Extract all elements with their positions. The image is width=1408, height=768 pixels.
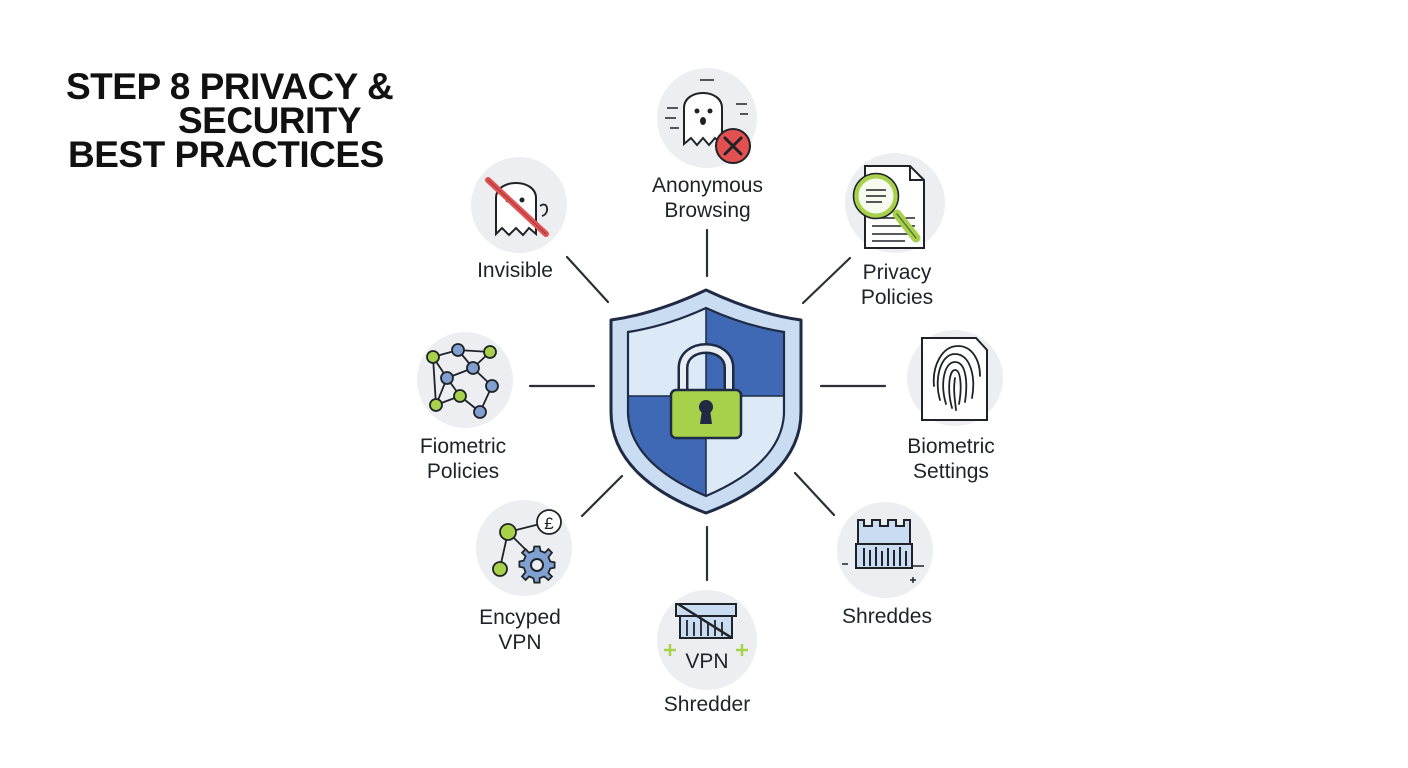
label-privacy-policies: Privacy Policies xyxy=(802,260,992,310)
label-privacy-policies-line-1: Privacy xyxy=(862,261,932,284)
label-anonymous-browsing: Anonymous Browsing xyxy=(600,173,815,223)
ghost-slashed-icon xyxy=(471,157,567,253)
label-shredder: Shredder xyxy=(612,692,802,717)
currency-icon-text: £ xyxy=(544,514,554,533)
label-biometric-settings: Biometric Settings xyxy=(856,434,1046,484)
label-invisible: Invisible xyxy=(420,258,610,283)
document-magnifier-icon xyxy=(845,153,945,253)
label-shredder-line-1: Shredder xyxy=(663,693,751,716)
label-shreddes: Shreddes xyxy=(792,604,982,629)
fingerprint-document-icon xyxy=(907,330,1003,426)
connector-invisible xyxy=(565,255,610,304)
page-title: STEP 8 PRIVACY & SECURITY BEST PRACTICES xyxy=(30,66,460,175)
connector-lines xyxy=(528,228,887,582)
shredder-icon xyxy=(837,502,933,598)
connector-shreddes xyxy=(793,471,836,517)
label-anonymous-browsing-line-2: Browsing xyxy=(664,199,751,222)
label-anonymous-browsing-line-1: Anonymous xyxy=(652,174,763,197)
connector-encyped-vpn xyxy=(580,474,624,518)
ghost-blocked-icon xyxy=(657,68,757,168)
connector-privacy-policies xyxy=(801,256,852,305)
label-encyped-vpn-line-2: VPN xyxy=(498,631,542,654)
label-fiometric-policies-line-2: Policies xyxy=(426,460,500,483)
label-encyped-vpn-line-1: Encyped xyxy=(479,606,561,629)
label-fiometric-policies-line-1: Fiometric xyxy=(419,435,507,458)
label-shreddes-line-1: Shreddes xyxy=(842,605,932,628)
title-line-1: STEP 8 PRIVACY & xyxy=(66,66,394,107)
title-line-2: SECURITY xyxy=(178,100,362,141)
vpn-shredder-icon: VPN xyxy=(657,590,757,690)
label-privacy-policies-line-2: Policies xyxy=(860,286,934,309)
network-gear-icon: £ xyxy=(476,500,572,596)
title-line-3: BEST PRACTICES xyxy=(68,134,384,175)
label-fiometric-policies: Fiometric Policies xyxy=(368,434,558,484)
label-biometric-settings-line-2: Settings xyxy=(913,460,989,483)
label-invisible-line-1: Invisible xyxy=(477,259,553,282)
label-biometric-settings-line-1: Biometric xyxy=(907,435,995,458)
label-encyped-vpn: Encyped VPN xyxy=(425,605,615,655)
network-nodes-icon xyxy=(417,332,513,428)
shield-lock-icon xyxy=(609,288,803,515)
vpn-icon-text: VPN xyxy=(685,650,728,673)
